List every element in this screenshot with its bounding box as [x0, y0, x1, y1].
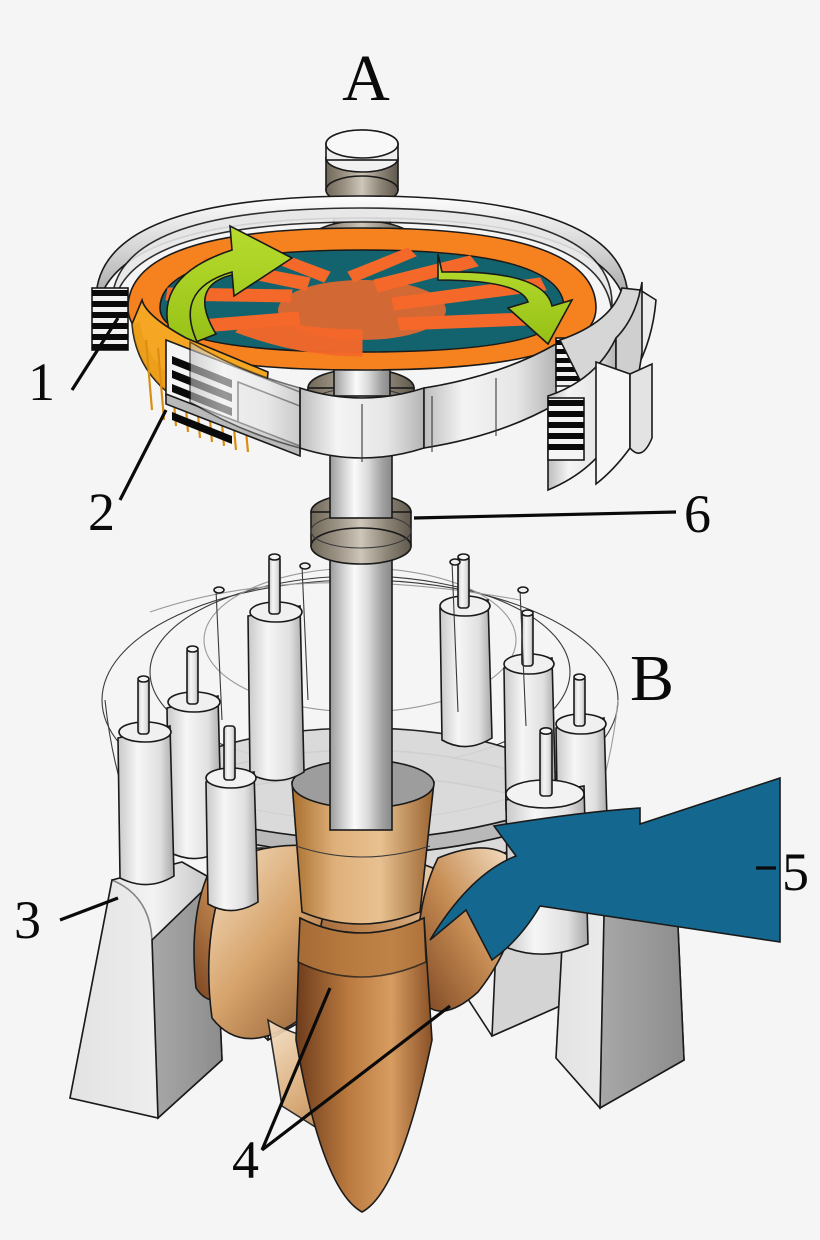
water-inflow-arrow: [429, 776, 781, 962]
leader-6: [413, 510, 677, 520]
section-label-b: B: [630, 642, 674, 715]
runner-hub: [291, 759, 435, 925]
wicket-gate: [247, 553, 305, 782]
rotation-arrow-right: [437, 253, 574, 346]
lower-shaft: [329, 539, 393, 831]
stator-winding-bars-left: [91, 287, 129, 351]
callout-label-2: 2: [88, 482, 115, 542]
leader-2: [118, 409, 168, 501]
leader-3: [59, 896, 119, 922]
shaft-top-cap: [325, 129, 399, 205]
turbine-assembly: [69, 553, 781, 1213]
callout-label-6: 6: [684, 484, 711, 544]
section-label-a: A: [342, 42, 390, 115]
wicket-gate: [205, 725, 259, 912]
callout-label-3: 3: [14, 890, 41, 950]
generator-assembly: [91, 195, 657, 492]
wicket-gate: [117, 675, 175, 886]
callout-label-4: 4: [232, 1130, 259, 1190]
labels: A B 1 2 3 4 5 6: [14, 42, 809, 1190]
leader-4b: [261, 1004, 451, 1152]
generator-housing-cut-right: [547, 281, 657, 492]
callout-label-1: 1: [28, 352, 55, 412]
leader-1: [70, 317, 120, 391]
callout-label-5: 5: [782, 842, 809, 902]
wicket-gate: [439, 553, 493, 748]
stator-winding-bars-right-lower: [547, 397, 585, 461]
callout-leaders: [59, 317, 776, 1152]
rotation-arrow-left-body: [166, 224, 294, 353]
leader-4a: [260, 987, 332, 1151]
rotation-arrows: [166, 224, 574, 353]
stator-housing-band: [189, 340, 557, 462]
